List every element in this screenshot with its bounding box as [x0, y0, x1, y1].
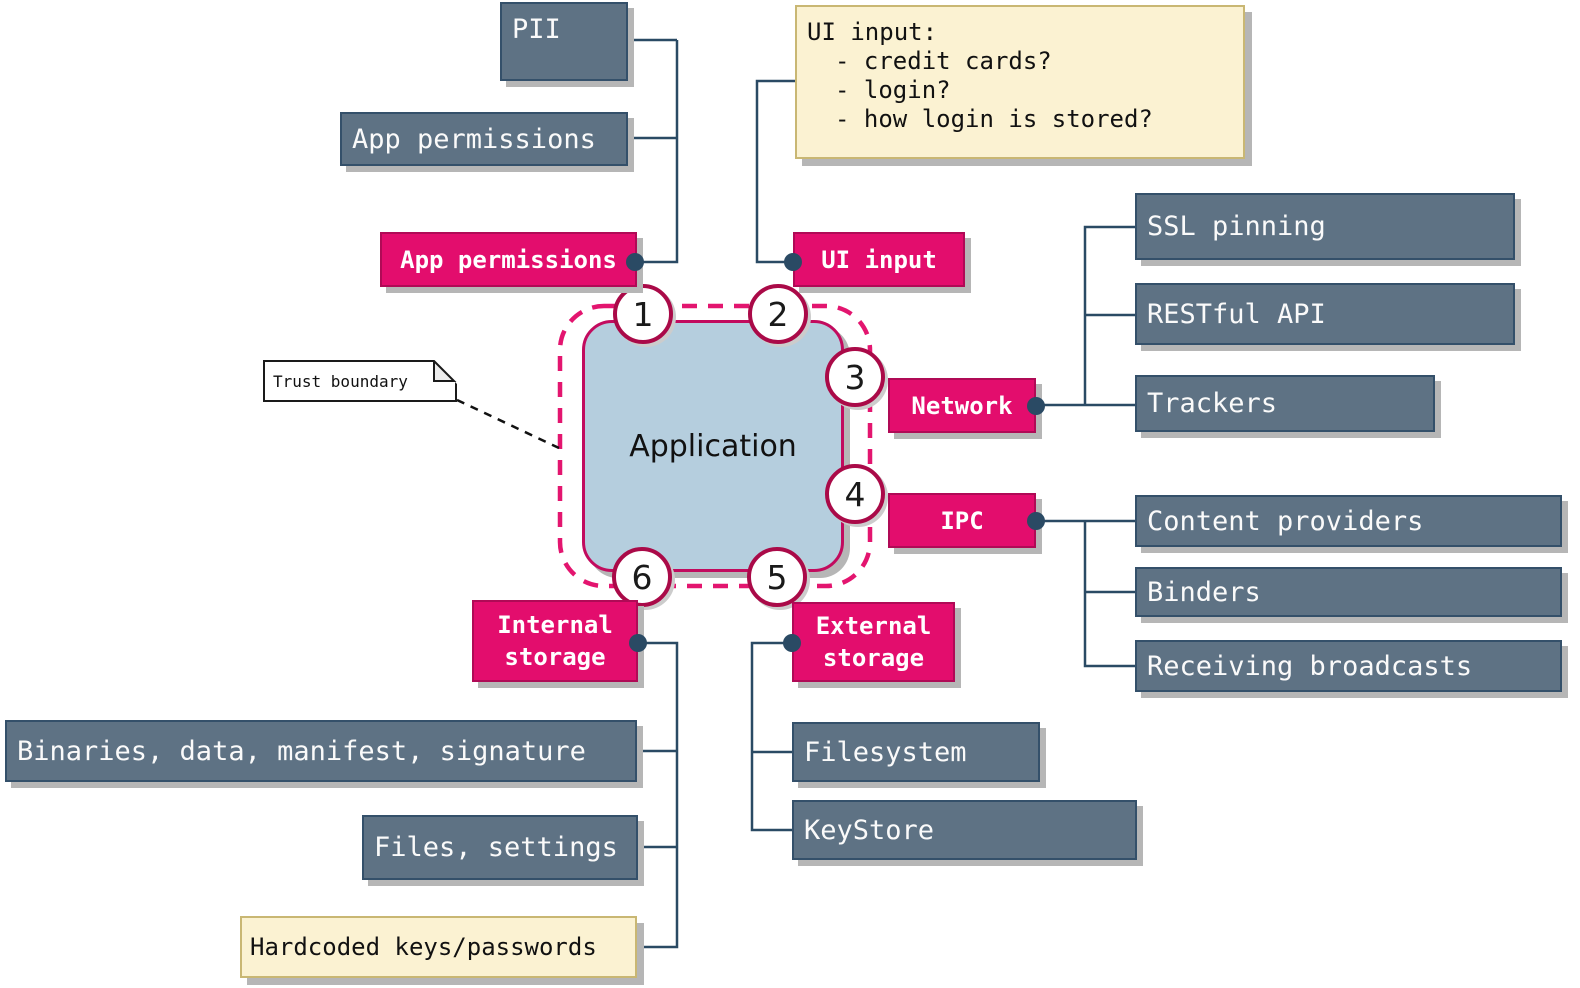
- surface-circle-1: 1: [613, 284, 673, 344]
- surface-box-internal-storage: Internal storage: [472, 600, 638, 682]
- node-app-permissions: App permissions: [340, 112, 628, 166]
- node-label: SSL pinning: [1147, 211, 1326, 242]
- anchor-dot-external-storage: [783, 634, 801, 652]
- surface-box-network: Network: [888, 378, 1036, 433]
- ui-input-note-item: - credit cards?: [835, 47, 1052, 75]
- surface-box-external-storage: External storage: [792, 602, 955, 682]
- surface-box-ipc: IPC: [888, 493, 1036, 548]
- surface-label: App permissions: [400, 245, 617, 274]
- connector-network: [1036, 225, 1135, 407]
- node-label: Files, settings: [374, 832, 618, 863]
- ui-input-note-title: UI input:: [807, 18, 938, 46]
- node-content-providers: Content providers: [1135, 495, 1562, 547]
- trust-boundary-dashed-outline: [557, 303, 873, 589]
- node-label: Trackers: [1147, 388, 1278, 419]
- ui-input-note: UI input: - credit cards? - login? - how…: [795, 5, 1245, 159]
- anchor-dot-app-permissions: [626, 253, 644, 271]
- node-label: KeyStore: [804, 814, 935, 846]
- node-ssl-pinning: SSL pinning: [1135, 193, 1515, 260]
- node-label: RESTful API: [1147, 298, 1326, 330]
- surface-label-line2: storage: [504, 643, 606, 671]
- node-pii: PII: [500, 2, 628, 81]
- connector-ui-input: [755, 79, 795, 264]
- ui-input-note-item: - how login is stored?: [835, 105, 1153, 133]
- surface-box-app-permissions: App permissions: [380, 232, 637, 287]
- node-keystore: KeyStore: [792, 800, 1137, 860]
- node-label: Hardcoded keys/passwords: [250, 933, 597, 961]
- surface-circle-3: 3: [825, 347, 885, 407]
- surface-number-2: 2: [767, 294, 789, 334]
- surface-number-6: 6: [631, 557, 653, 597]
- node-receiving-broadcasts: Receiving broadcasts: [1135, 640, 1562, 692]
- node-label: App permissions: [352, 123, 596, 155]
- node-label: Content providers: [1147, 505, 1424, 537]
- ui-input-note-item: - login?: [835, 76, 951, 104]
- connector-internal-storage: [637, 641, 679, 949]
- surface-label-line2: storage: [822, 644, 925, 672]
- node-filesystem: Filesystem: [792, 722, 1040, 782]
- node-files-settings: Files, settings: [362, 815, 638, 880]
- node-binders: Binders: [1135, 567, 1562, 617]
- node-binaries-data-manifest-signature: Binaries, data, manifest, signature: [5, 720, 637, 782]
- anchor-dot-internal-storage: [629, 634, 647, 652]
- trust-boundary-note-label: Trust boundary: [273, 371, 408, 391]
- node-restful-api: RESTful API: [1135, 283, 1515, 345]
- surface-label: UI input: [821, 245, 937, 274]
- node-trackers: Trackers: [1135, 375, 1435, 432]
- surface-circle-5: 5: [747, 547, 807, 607]
- anchor-dot-ipc: [1027, 512, 1045, 530]
- surface-label-line1: Internal: [497, 611, 613, 639]
- application-label: Application: [629, 428, 797, 464]
- connector-external-storage: [750, 641, 792, 832]
- node-label: Binders: [1147, 576, 1261, 608]
- node-label: PII: [512, 14, 561, 45]
- application-node: Application: [582, 320, 844, 572]
- surface-circle-4: 4: [825, 464, 885, 524]
- surface-label-line1: External: [815, 612, 932, 640]
- anchor-dot-ui-input: [784, 253, 802, 271]
- surface-circle-2: 2: [748, 284, 808, 344]
- surface-number-3: 3: [844, 357, 866, 397]
- surface-circle-6: 6: [612, 547, 672, 607]
- connector-ipc: [1036, 519, 1135, 668]
- surface-box-ui-input: UI input: [793, 232, 965, 287]
- surface-label: IPC: [940, 506, 984, 535]
- surface-label: Network: [911, 391, 1013, 420]
- surface-number-1: 1: [632, 294, 654, 334]
- node-label: Filesystem: [804, 736, 967, 768]
- surface-number-4: 4: [844, 474, 866, 514]
- trust-boundary-note: Trust boundary: [263, 360, 457, 402]
- anchor-dot-network: [1027, 397, 1045, 415]
- node-label: Binaries, data, manifest, signature: [17, 735, 586, 767]
- node-hardcoded-keys-passwords: Hardcoded keys/passwords: [240, 916, 637, 978]
- node-label: Receiving broadcasts: [1147, 650, 1473, 682]
- connector-app-permissions: [628, 38, 679, 264]
- surface-number-5: 5: [766, 557, 788, 597]
- note-fold-corner-icon: [433, 360, 457, 384]
- trust-boundary-note-pointer-line: [456, 398, 560, 450]
